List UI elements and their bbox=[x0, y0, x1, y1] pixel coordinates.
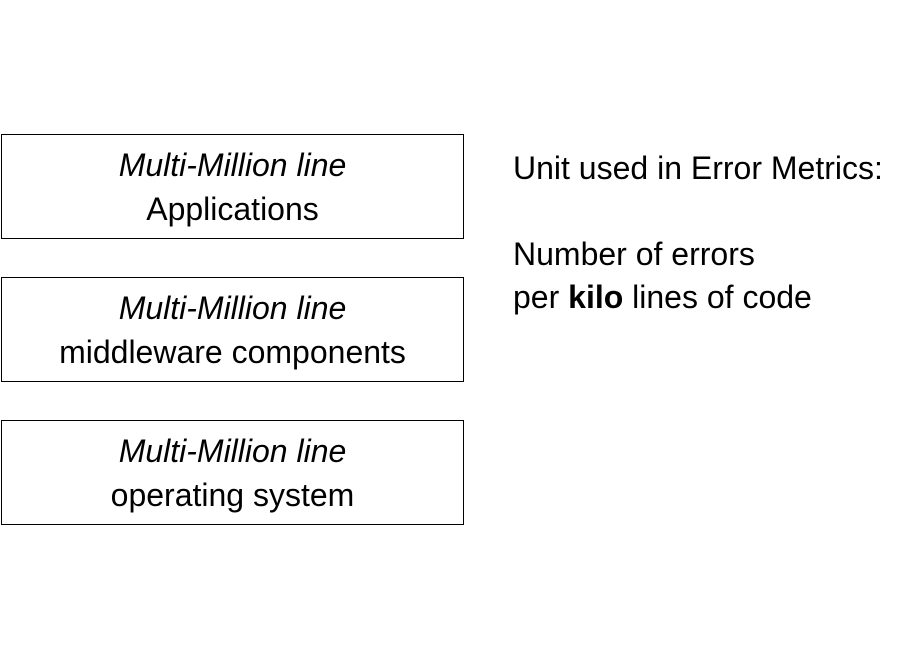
box-italic-caption: Multi-Million line bbox=[118, 289, 347, 326]
note-line-2: per kilo lines of code bbox=[513, 276, 883, 319]
box-label: Applications bbox=[146, 190, 319, 227]
note-spacer bbox=[513, 190, 883, 233]
note-line-2-suffix: lines of code bbox=[632, 279, 812, 315]
stack-box-middleware: Multi-Million line middleware components bbox=[1, 277, 464, 382]
box-italic-caption: Multi-Million line bbox=[118, 432, 347, 469]
note-heading: Unit used in Error Metrics: bbox=[513, 150, 883, 186]
stack-box-applications: Multi-Million line Applications bbox=[1, 134, 464, 239]
box-label: operating system bbox=[110, 476, 355, 513]
box-label: middleware components bbox=[59, 333, 406, 370]
note-line-2-prefix: per bbox=[513, 279, 560, 315]
note-line-2-bold: kilo bbox=[568, 279, 624, 315]
stack-box-operating-system: Multi-Million line operating system bbox=[1, 420, 464, 525]
box-italic-caption: Multi-Million line bbox=[118, 146, 347, 183]
error-metrics-note: Unit used in Error Metrics: Number of er… bbox=[513, 147, 883, 319]
note-line-1: Number of errors bbox=[513, 236, 755, 272]
